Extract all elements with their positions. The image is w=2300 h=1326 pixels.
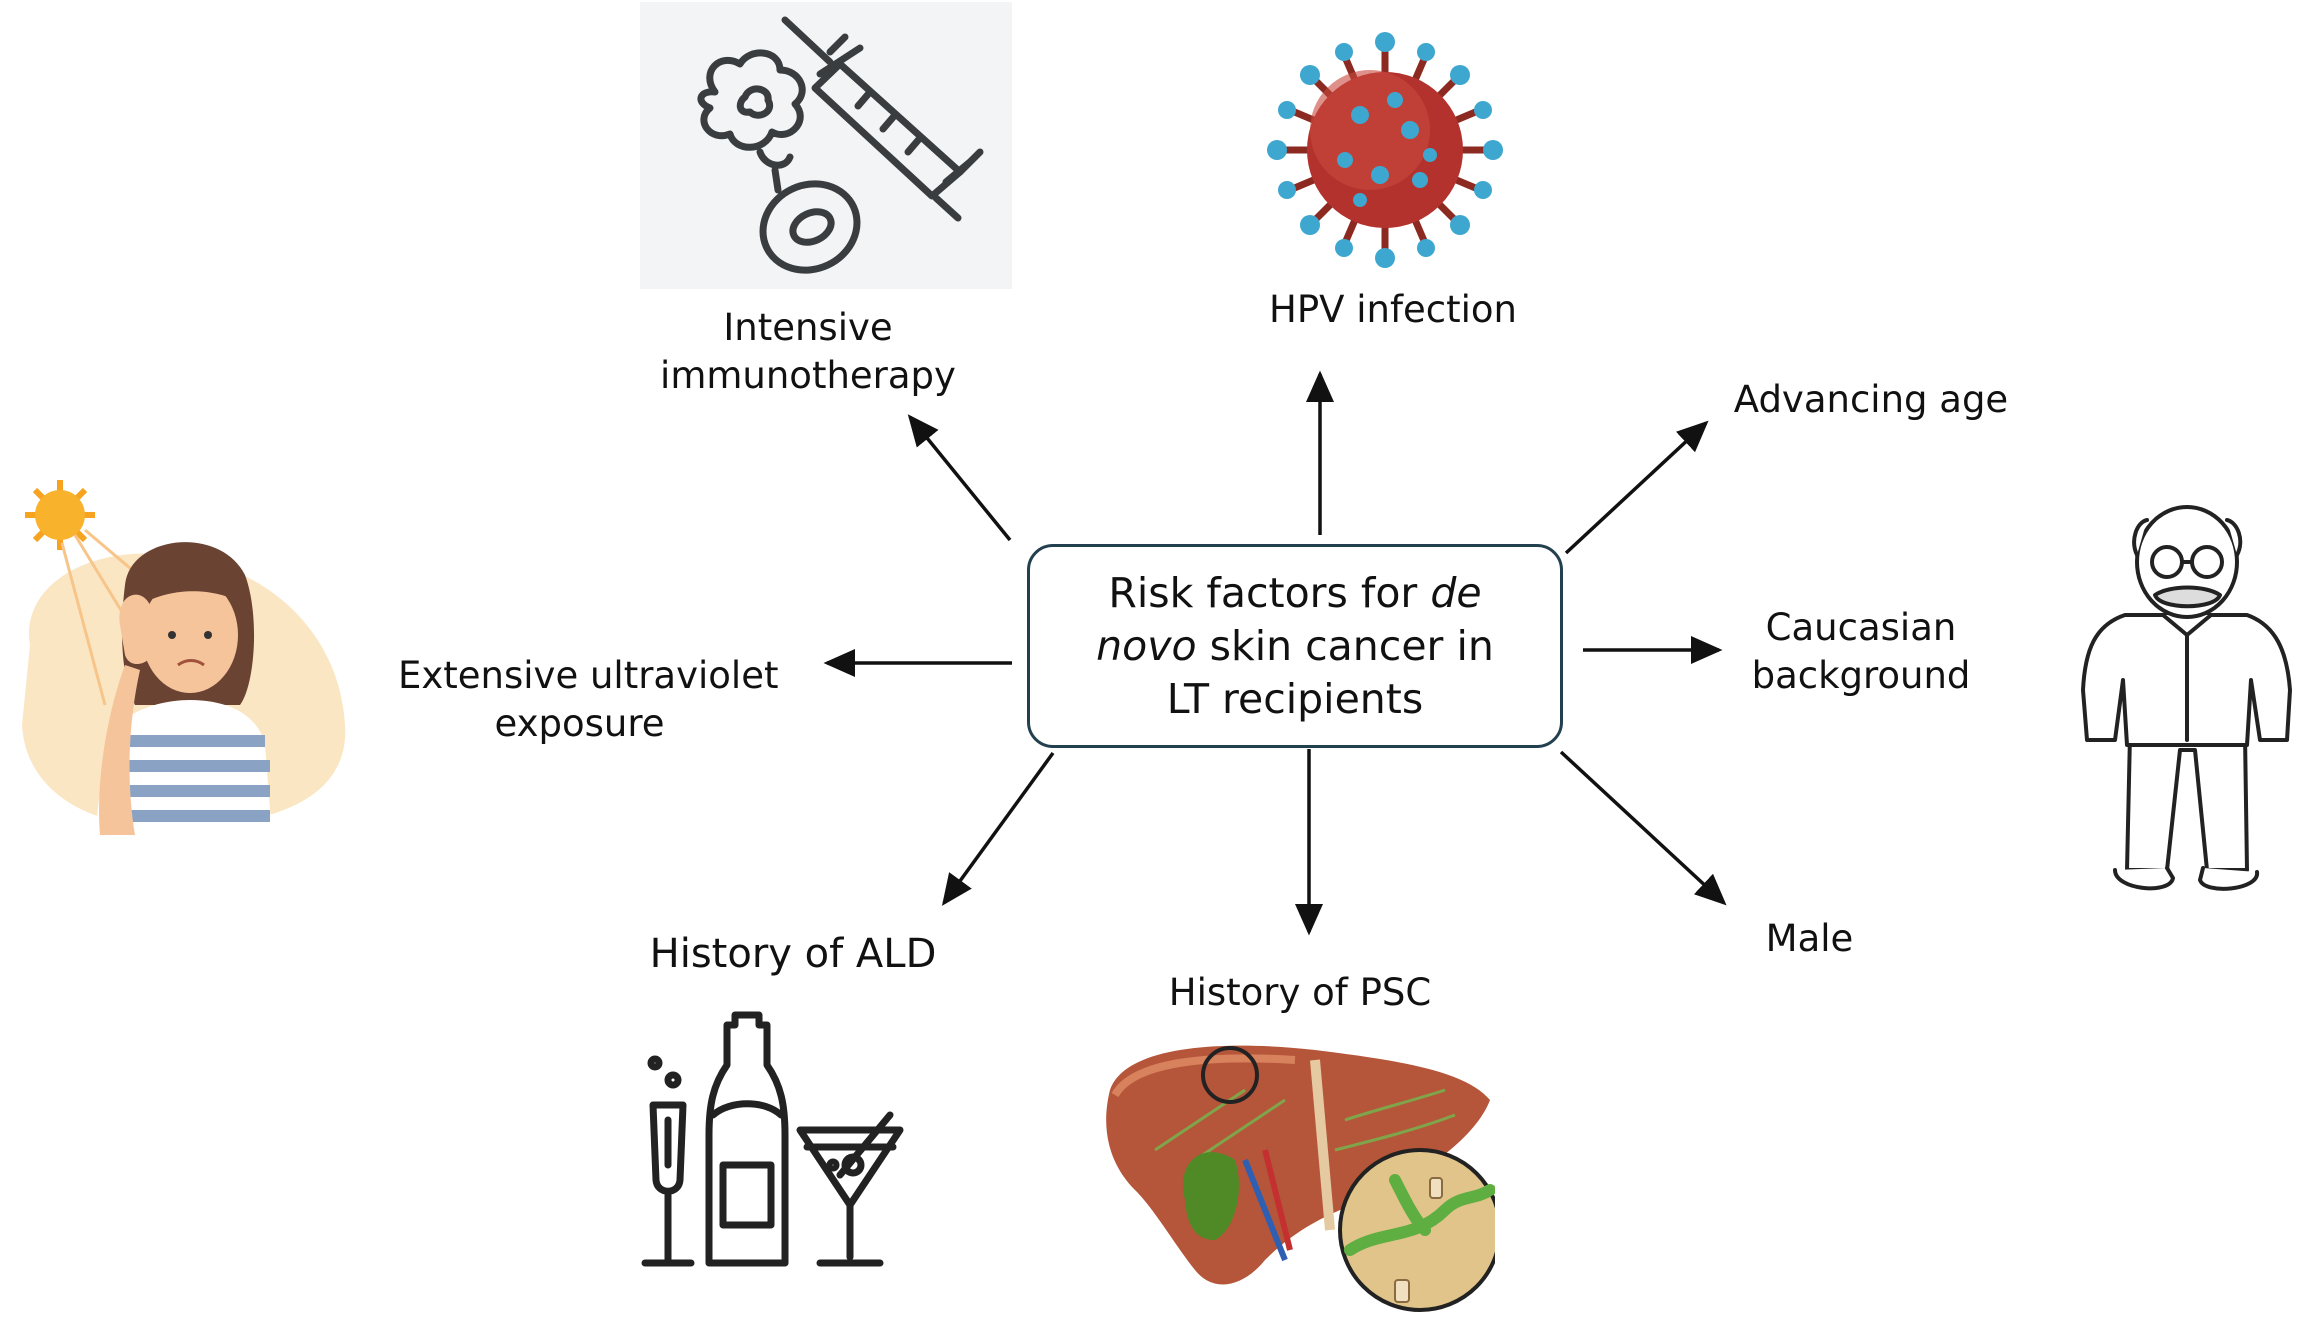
arrow-male	[1559, 750, 1727, 906]
label-uv: Extensive ultraviolet exposure	[398, 652, 779, 748]
label-caucasian-line1: Caucasian	[1765, 606, 1957, 649]
virus-icon	[1267, 32, 1503, 268]
woman-sun-icon	[22, 480, 346, 835]
label-hpv: HPV infection	[1269, 288, 1517, 331]
label-uv-line2: exposure	[494, 702, 665, 745]
label-caucasian-line2: background	[1751, 654, 1971, 697]
center-line1-prefix: Risk factors for	[1108, 568, 1418, 617]
syringe-icon	[640, 2, 1012, 289]
label-immunotherapy-line2: immunotherapy	[660, 354, 956, 397]
sun-icon	[25, 480, 95, 550]
arrow-immunotherapy	[907, 414, 1012, 542]
label-male: Male	[1765, 917, 1854, 960]
label-uv-line1: Extensive ultraviolet	[398, 654, 779, 697]
center-box: Risk factors for de novo skin cancer in …	[1027, 544, 1563, 748]
center-line2-suffix: skin cancer in	[1209, 621, 1494, 670]
center-italic-de: de	[1430, 568, 1482, 617]
label-age: Advancing age	[1733, 378, 2009, 421]
liver-icon	[1106, 1045, 1495, 1312]
center-italic-novo: novo	[1096, 621, 1197, 670]
label-ald: History of ALD	[649, 931, 937, 977]
arrow-ald	[941, 751, 1055, 906]
old-man-icon	[2081, 505, 2292, 891]
label-immunotherapy: Intensive immunotherapy	[648, 304, 968, 400]
drinks-icon	[641, 1011, 904, 1267]
center-title: Risk factors for de novo skin cancer in …	[1095, 567, 1495, 726]
center-line3: LT recipients	[1166, 674, 1424, 723]
label-immunotherapy-line1: Intensive	[723, 306, 893, 349]
label-psc: History of PSC	[1168, 971, 1432, 1014]
arrow-age	[1564, 420, 1709, 555]
label-caucasian: Caucasian background	[1726, 604, 1996, 700]
